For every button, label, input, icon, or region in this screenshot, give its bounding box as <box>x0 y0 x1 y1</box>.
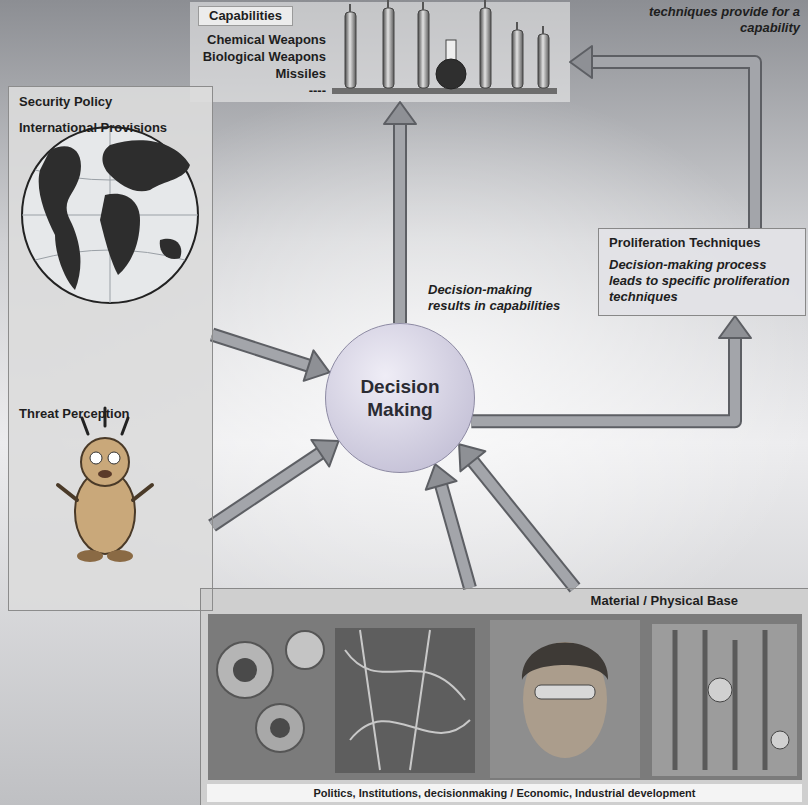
pipe-end <box>256 704 304 752</box>
threat-box: Threat Perception <box>9 399 212 610</box>
flask-bulb <box>436 59 466 89</box>
device-wires <box>345 630 470 770</box>
globe-disc <box>22 127 198 303</box>
arrow-shaft-edge <box>212 452 322 525</box>
tube-tips <box>350 0 543 34</box>
techniques-box: Proliferation TechniquesDecision-making … <box>598 228 806 316</box>
test-tube <box>480 8 491 88</box>
capabilities-box: CapabilitiesChemical WeaponsBiological W… <box>190 2 570 102</box>
heading-text: Threat Perception <box>19 406 130 422</box>
test-tube <box>512 30 523 88</box>
arrow-shaft-edge <box>472 460 575 588</box>
continent <box>103 140 191 191</box>
body-text: Decision-making process leads to specifi… <box>609 257 795 305</box>
body-text: Missiles <box>198 65 326 82</box>
test-tube <box>538 34 549 88</box>
goggles <box>535 685 595 699</box>
pipe-end <box>286 631 324 669</box>
flow-arrow <box>570 46 755 228</box>
heading-text: Material / Physical Base <box>591 593 738 609</box>
arrow-label: Decision-making results in capabilities <box>428 282 563 314</box>
machine-rods <box>675 630 765 770</box>
heading-text: Security Policy <box>19 94 112 110</box>
device-photo <box>335 628 475 773</box>
flow-arrow <box>212 335 330 381</box>
portrait-photo <box>490 620 640 778</box>
worried-creature <box>58 408 152 562</box>
arrow-shaft-edge <box>590 62 755 228</box>
body-text: ---- <box>198 82 326 99</box>
arrow-shaft <box>471 336 735 421</box>
flow-arrow <box>384 102 416 323</box>
flow-arrow <box>426 464 470 588</box>
material-panel: Material / Physical BasePolitics, Instit… <box>200 588 808 805</box>
hair <box>522 643 608 681</box>
body-text: Politics, Institutions, decisionmaking /… <box>207 784 802 802</box>
arrow-shaft <box>472 460 575 588</box>
creature-head <box>81 438 129 486</box>
arrow-head <box>304 350 330 380</box>
test-tube <box>418 10 429 88</box>
machine-knob <box>708 678 732 702</box>
policy-ground <box>8 86 213 611</box>
flow-arrow <box>459 444 575 588</box>
creature-arms <box>58 485 152 500</box>
arrow-label: techniques provide for a capability <box>648 4 800 36</box>
arrow-shaft-edge <box>212 335 310 367</box>
arrow-shaft <box>212 452 322 525</box>
arrow-shaft <box>441 483 470 588</box>
test-tube <box>345 12 356 88</box>
flow-arrow <box>212 440 339 526</box>
provisions-box: International Provisions <box>9 113 212 397</box>
arrow-shaft-edge <box>471 336 735 421</box>
arrow-head <box>719 316 751 338</box>
collage-ground <box>208 614 802 780</box>
globe-grid <box>22 127 198 303</box>
continent <box>100 194 140 275</box>
test-tube <box>383 8 394 88</box>
heading-text: Decision Making <box>346 375 454 421</box>
pipe-bore <box>270 718 290 738</box>
photo-collage <box>208 614 802 780</box>
body-text: Biological Weapons <box>198 48 326 65</box>
machine-knob <box>771 731 789 749</box>
pipe-bore <box>233 658 257 682</box>
arrow-shaft <box>212 335 310 367</box>
arrow-head <box>384 102 416 124</box>
material-ground <box>200 588 808 805</box>
arrow-head <box>426 464 457 490</box>
arrow-head <box>311 440 338 467</box>
flow-arrow <box>471 316 751 421</box>
globe <box>22 127 198 303</box>
arrow-shaft-edge <box>441 483 470 588</box>
creature-eye <box>108 452 120 464</box>
creature-foot <box>107 550 133 562</box>
continent <box>39 146 81 290</box>
arrow-head <box>459 444 485 471</box>
test-tubes <box>332 0 557 94</box>
continent <box>160 239 182 259</box>
heading-text: Proliferation Techniques <box>609 235 795 251</box>
policy-panel: Security PolicyInternational ProvisionsT… <box>8 86 213 611</box>
capabilities-ground <box>190 2 570 102</box>
pipe-end <box>217 642 273 698</box>
decision-circle: Decision Making <box>325 323 475 473</box>
body-text: Chemical Weapons <box>198 31 326 48</box>
arrow-shaft-edge <box>393 122 407 323</box>
heading-text: International Provisions <box>19 120 167 136</box>
creature-mouth <box>98 470 112 478</box>
creature-foot <box>77 550 103 562</box>
machine-photo <box>652 624 797 776</box>
arrow-shaft <box>395 122 405 323</box>
tube-stand <box>332 88 557 94</box>
creature-eye <box>90 452 102 464</box>
arrow-shaft <box>590 62 755 228</box>
heading-text: Capabilities <box>198 6 293 26</box>
arrow-head <box>570 46 592 78</box>
